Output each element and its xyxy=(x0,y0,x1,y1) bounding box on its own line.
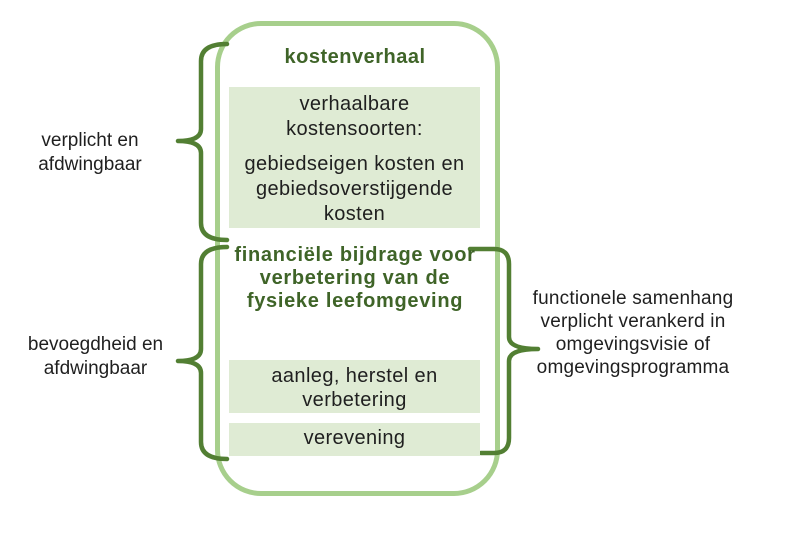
label-bevoegdheid-en-afdwingbaar: bevoegdheid en afdwingbaar xyxy=(18,333,173,381)
box1-paragraph: gebiedseigen kosten en gebiedsoverstijge… xyxy=(229,152,480,227)
text-line: gebiedseigen kosten en xyxy=(244,153,465,175)
text-line: financiële bijdrage voor xyxy=(234,244,476,266)
text-line: afdwingbaar xyxy=(38,154,142,175)
text-line: kosten xyxy=(323,203,386,225)
label-verplicht-en-afdwingbaar: verplicht en afdwingbaar xyxy=(15,129,165,177)
text-line: afdwingbaar xyxy=(43,358,148,379)
verhaalbare-kostensoorten-box: verhaalbare kostensoorten: gebiedseigen … xyxy=(229,87,480,228)
aanleg-herstel-box: aanleg, herstel en verbetering xyxy=(229,360,480,413)
text-line: functionele samenhang xyxy=(532,288,734,309)
text-line: verhaalbare xyxy=(299,93,410,115)
text-line: verplicht verankerd in xyxy=(540,311,726,332)
box1-paragraph: verhaalbare kostensoorten: xyxy=(229,92,480,142)
text-line: verevening xyxy=(303,427,406,449)
text-line: verbetering van de xyxy=(259,267,451,289)
text-line: omgevingsprogramma xyxy=(536,357,730,378)
text-line: gebiedsoverstijgende xyxy=(255,178,454,200)
text-line: aanleg, herstel en xyxy=(271,365,438,387)
verevening-box: verevening xyxy=(229,423,480,456)
text-line: verbetering xyxy=(302,389,407,411)
financiele-bijdrage-heading: financiële bijdrage voor verbetering van… xyxy=(227,244,483,313)
text-line: verplicht en xyxy=(41,130,139,151)
label-functionele-samenhang: functionele samenhang verplicht veranker… xyxy=(532,287,734,379)
text-line: omgevingsvisie of xyxy=(555,334,711,355)
text-line: fysieke leefomgeving xyxy=(246,290,464,312)
text-line: kostensoorten: xyxy=(286,118,423,140)
page-title: kostenverhaal xyxy=(284,46,426,68)
text-line: bevoegdheid en xyxy=(27,334,164,355)
